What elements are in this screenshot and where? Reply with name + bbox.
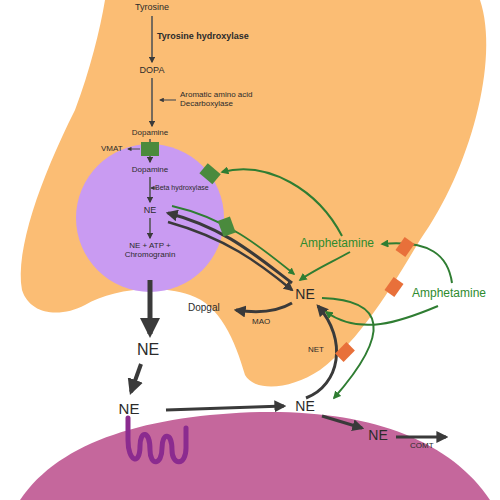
pathway-label: NE — [128, 341, 168, 359]
vesicle-label: NE — [75, 205, 225, 215]
pathway-label: Aromatic amino acid Decarboxylase — [180, 90, 275, 108]
pathway-label: NE — [109, 400, 149, 417]
membrane-transporter — [384, 277, 403, 297]
amphetamine-arrow — [172, 206, 294, 274]
pathway-label: Dopamine — [122, 128, 178, 137]
pathway-label: NE — [358, 427, 398, 443]
mao-arrow — [236, 303, 292, 312]
pathway-label: Tyrosine hydroxylase — [157, 31, 252, 41]
reuptake-arrow — [306, 306, 337, 398]
membrane-transporter — [395, 237, 414, 257]
amphetamine-arrow — [322, 298, 374, 398]
pathway-label: Amphetamine — [300, 237, 390, 251]
amphetamine-arrow — [222, 169, 342, 236]
pointer-arrow — [151, 187, 157, 188]
pathway-label: Tyrosine — [127, 2, 177, 12]
amphetamine-arrow — [326, 306, 438, 325]
amphetamine-arrow — [382, 243, 452, 283]
vmat-transporter — [141, 142, 159, 156]
pathway-label: NE — [285, 398, 325, 414]
vesicle-label: Beta hydroxylase — [155, 184, 225, 192]
vmat-transporter — [218, 216, 236, 236]
diffusion-arrow — [166, 406, 284, 410]
pathway-label: COMT — [410, 441, 446, 450]
amphetamine-arrow — [300, 252, 350, 280]
presynaptic-terminal — [21, 0, 486, 386]
vesicle-label: NE + ATP + Chromogranin — [110, 241, 190, 259]
synthesis-arrow — [151, 16, 153, 62]
pathway-label: NE — [285, 286, 325, 302]
pathway-label: MAO — [252, 317, 282, 326]
synthesis-arrow — [151, 78, 153, 126]
binding-arrow — [131, 364, 141, 392]
synaptic-vesicle: DopamineBeta hydroxylaseNE NE + ATP + Chr… — [75, 143, 225, 293]
pathway-label: Dopgal — [188, 302, 233, 314]
vmat-transporter — [199, 163, 220, 184]
storage-arrow — [149, 218, 151, 238]
vesicle-leak-arrow — [168, 222, 292, 290]
release-arrow — [148, 280, 153, 334]
synthesis-arrow — [149, 177, 151, 202]
vesicle-uptake-arrow — [168, 213, 292, 283]
adrenergic-receptor — [128, 418, 186, 462]
pointer-arrow — [128, 148, 140, 149]
pathway-label: NET — [308, 345, 334, 354]
vesicle-shape — [76, 144, 224, 292]
pathway-label: VMAT — [101, 144, 131, 153]
postsynaptic-cell — [20, 412, 490, 500]
pointer-arrow — [160, 99, 176, 100]
metabolism-arrow — [396, 436, 446, 439]
vesicle-label: Dopamine — [75, 165, 225, 174]
diffusion-arrow — [322, 416, 362, 428]
pathway-label: Amphetamine — [412, 287, 500, 301]
uptake-arrow — [149, 139, 151, 162]
net-transporter — [335, 342, 355, 362]
pathway-label: DOPA — [132, 65, 172, 75]
